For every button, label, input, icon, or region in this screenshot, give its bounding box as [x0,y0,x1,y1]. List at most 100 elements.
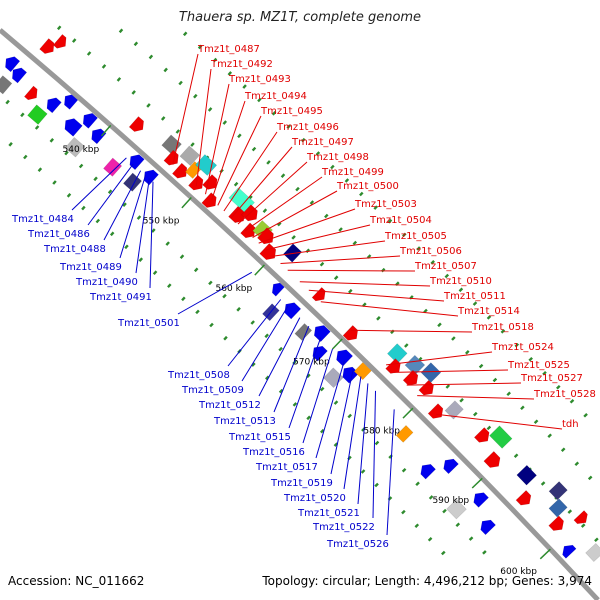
genome-summary: Topology: circular; Length: 4,496,212 bp… [262,574,592,588]
gene-feature [480,519,496,536]
gc-track-dot [181,296,186,302]
gene-feature [82,113,98,129]
gc-track-dot [514,342,520,348]
scale-label: 600 kbp [500,567,537,577]
gc-track-dot [387,218,393,224]
gene-label-forward: Tmz1t_0495 [260,106,323,117]
gc-track-dot [513,453,519,458]
gc-track-dot [542,370,547,376]
gc-track-dot [34,125,40,130]
scale-label: 540 kbp [63,145,100,155]
gene-leader-line [195,68,212,186]
gc-track-dot [178,80,183,86]
gene-leader-line [245,176,323,232]
gc-track-dot [109,231,115,237]
gc-track-dot [292,402,298,407]
gc-track-dot [319,261,325,267]
gc-track-dot [95,218,101,224]
gene-label-reverse: Tmz1t_0489 [59,262,122,273]
gene-leader-line [211,100,246,200]
gc-track-dot [167,283,172,288]
gc-track-dot [208,280,213,286]
gc-track-dot [81,205,86,211]
gene-label-forward: Tmz1t_0496 [276,122,339,133]
gc-track-dot [401,509,406,515]
gc-track-dot [93,176,98,182]
gene-leader-line [258,317,301,397]
gene-leader-line [435,413,563,430]
gc-track-dot [193,93,198,99]
gc-track-dot [193,267,199,273]
gc-track-dot [107,189,113,194]
gene-feature [489,425,513,449]
gene-label-forward: Tmz1t_0527 [520,373,583,384]
gc-track-dot [473,411,478,417]
gene-leader-line [172,53,199,165]
gc-track-dot [374,482,379,488]
gene-leader-line [299,281,431,287]
gene-label-reverse: Tmz1t_0520 [283,493,346,504]
gc-track-dot [414,523,420,528]
gene-label-forward: Tmz1t_0503 [354,199,417,210]
gc-track-dot [560,447,566,452]
gc-track-dot [492,377,498,383]
gc-track-dot [78,163,84,169]
gc-track-dot [486,425,492,431]
genome-backbone [0,28,600,600]
gc-track-dot [207,107,213,112]
gc-track-dot [301,137,306,143]
gc-track-dot [500,329,506,334]
map-title: Thauera sp. MZ1T, complete genome [178,10,422,25]
gene-leader-line [320,301,459,317]
gene-leader-line [87,163,134,226]
gene-feature [5,56,21,73]
gc-track-dot [319,386,325,392]
gene-leader-line [103,170,142,241]
gene-feature [284,302,302,320]
gene-feature [427,403,444,419]
gc-track-dot [209,322,214,328]
gene-feature [39,38,55,54]
gene-feature [103,157,123,177]
gc-track-dot [163,67,168,73]
gc-track-dot [315,151,321,156]
gene-leader-line [288,337,322,429]
gene-feature [129,154,145,171]
gc-track-dot [286,124,291,129]
scale-label: 550 kbp [143,217,180,227]
gene-feature [420,463,436,480]
gc-track-dot [574,461,580,467]
gc-track-dot [190,142,195,147]
gc-track-dot [257,97,262,103]
gene-feature [52,34,67,49]
gc-track-dot [388,454,393,459]
gene-feature [311,287,326,302]
gc-track-dot [136,215,142,220]
gene-feature [402,369,419,386]
gc-track-dot [5,99,10,105]
gc-track-dot [478,363,484,369]
gene-label-forward: Tmz1t_0499 [321,167,384,178]
gene-leader-line [350,329,473,333]
gc-track-dot [533,419,539,424]
gc-track-dot [152,270,158,275]
gene-feature [562,544,577,559]
gene-leader-line [272,240,386,257]
gc-track-dot [131,90,136,95]
scale-label: 560 kbp [216,284,253,294]
gene-label-reverse: Tmz1t_0486 [27,229,90,240]
scale-tick [254,264,265,276]
gc-track-dot [437,322,442,328]
gene-feature [548,515,564,531]
gene-feature [46,97,62,114]
gene-label-reverse: Tmz1t_0509 [181,385,244,396]
gene-label-reverse: Tmz1t_0513 [213,416,276,427]
gene-leader-line [177,271,253,315]
gc-track-dot [306,415,311,421]
gc-track-dot [482,550,487,555]
gene-feature [179,145,201,166]
gc-track-dot [430,260,435,265]
gc-track-dot [179,254,185,259]
gene-feature [573,510,588,525]
gene-leader-line [71,157,127,211]
